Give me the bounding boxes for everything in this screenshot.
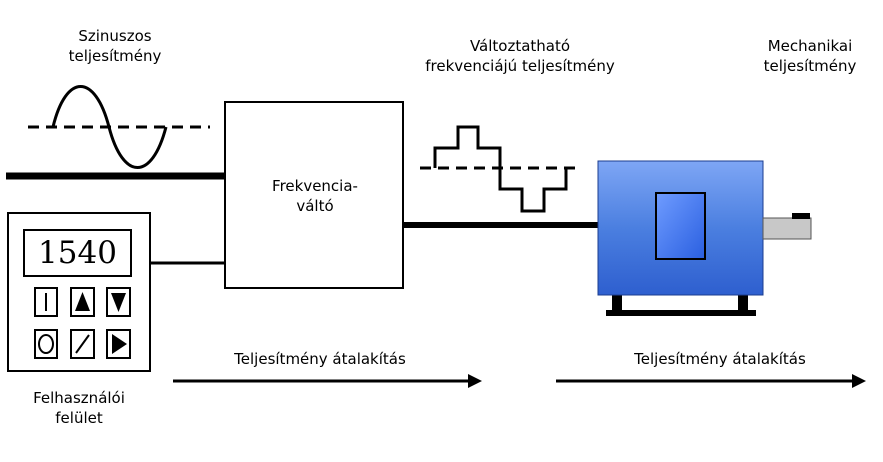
frequency-converter-box	[224, 101, 404, 289]
motor-base	[606, 310, 756, 316]
conversion-arrow-1-head	[468, 374, 482, 388]
conversion-arrow-2-head	[852, 374, 866, 388]
motor-foot-left	[612, 287, 622, 314]
input-power-label: Szinuszos teljesítmény	[68, 27, 162, 65]
pwm-waveform-icon	[433, 125, 568, 213]
sine-wave-icon	[51, 85, 168, 169]
motor-foot-right	[738, 287, 748, 314]
conversion-label-2: Teljesítmény átalakítás	[634, 350, 806, 368]
motor-shaft	[762, 217, 812, 240]
conversion-label-1: Teljesítmény átalakítás	[234, 350, 406, 368]
down-arrow-icon	[111, 293, 126, 312]
motor-core	[655, 192, 706, 260]
right-arrow-icon	[112, 334, 127, 354]
converter-label: Frekvencia- váltó	[272, 177, 358, 215]
slash-icon	[75, 334, 90, 354]
shaft-key	[792, 213, 810, 219]
variable-power-label: Változtatható frekvenciájú teljesítmény	[425, 37, 615, 75]
mechanical-power-label: Mechanikai teljesítmény	[763, 37, 857, 75]
stop-icon	[38, 334, 54, 354]
user-interface-label: Felhasználói felület	[33, 389, 125, 427]
up-arrow-icon	[75, 292, 90, 311]
keypad-display: 1540	[23, 229, 132, 277]
